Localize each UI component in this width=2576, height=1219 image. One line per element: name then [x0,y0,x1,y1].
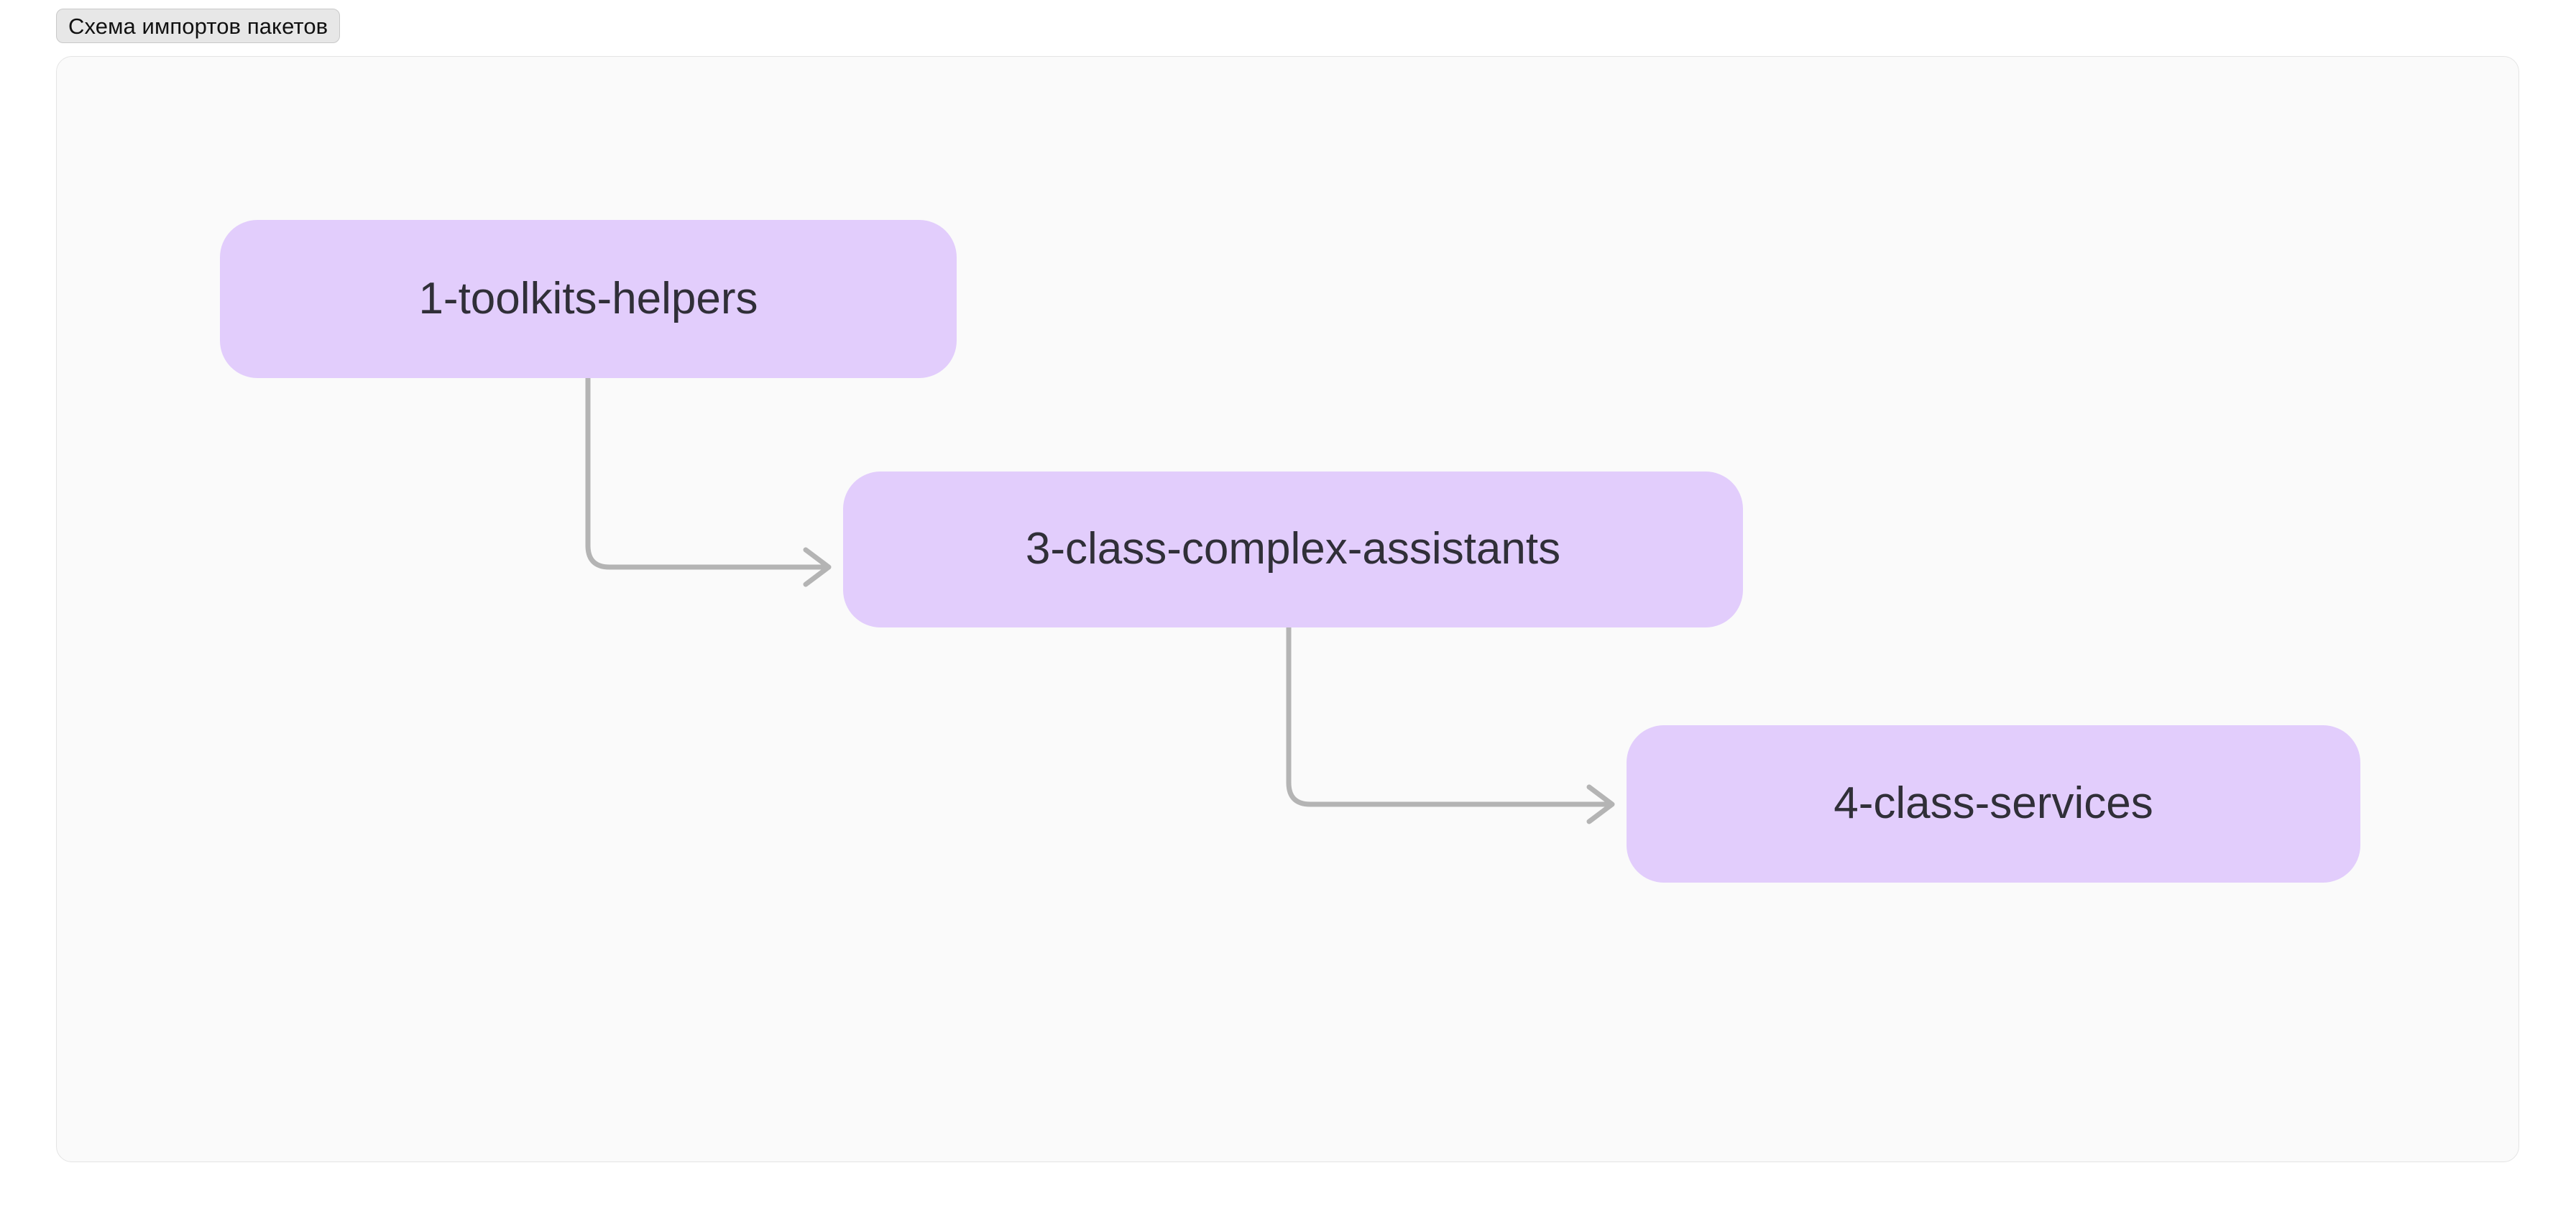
node-1-toolkits-helpers[interactable]: 1-toolkits-helpers [220,220,957,378]
tab-label: Схема импортов пакетов [68,13,328,39]
node-4-class-services[interactable]: 4-class-services [1627,725,2360,883]
diagram-canvas[interactable]: 1-toolkits-helpers 3-class-complex-assis… [56,56,2519,1162]
graph-layer: 1-toolkits-helpers 3-class-complex-assis… [57,57,2518,1162]
node-label: 3-class-complex-assistants [1025,524,1561,574]
node-label: 1-toolkits-helpers [418,273,758,323]
edge-complex-assistants-to-services [1286,625,1615,824]
tab-schema-imports[interactable]: Схема импортов пакетов [56,9,341,43]
edges-svg [585,375,1615,824]
tab-bar: Схема импортов пакетов [0,0,2576,53]
edge-toolkits-to-complex-assistants [585,375,832,587]
node-3-class-complex-assistants[interactable]: 3-class-complex-assistants [843,472,1743,627]
node-label: 4-class-services [1834,778,2153,829]
